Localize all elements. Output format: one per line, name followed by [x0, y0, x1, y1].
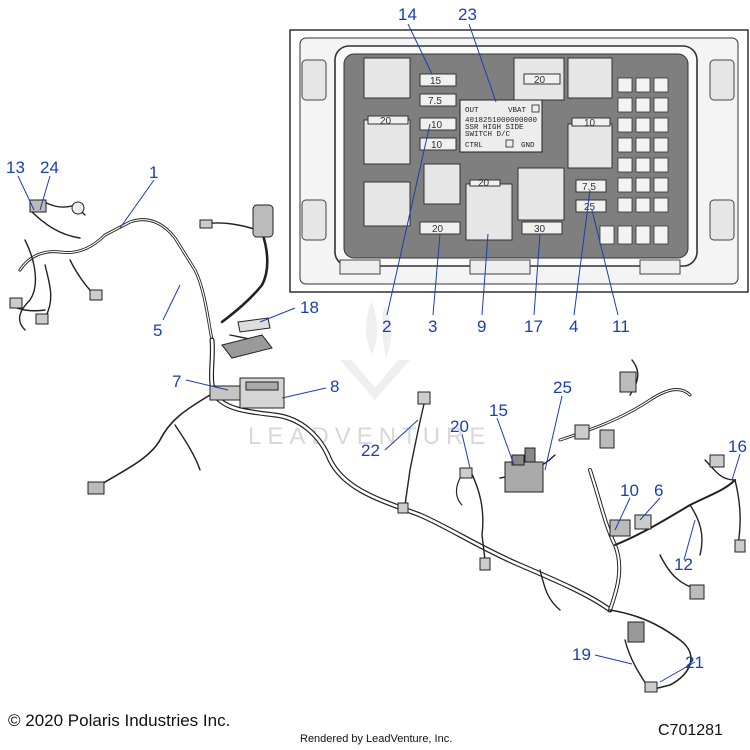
callout-3: 3 — [428, 317, 437, 336]
fuse-box-inset: OUT VBAT 4018251000000000 SSR HIGH SIDE … — [289, 29, 749, 293]
fuse-20-left: 20 — [380, 116, 392, 127]
copyright-text: © 2020 Polaris Industries Inc. — [8, 711, 231, 730]
callout-23: 23 — [458, 5, 477, 24]
callout-21: 21 — [685, 653, 704, 672]
callout-22: 22 — [361, 441, 380, 460]
fuse-7-5-top: 7.5 — [428, 96, 442, 107]
relay-line1: SSR HIGH SIDE — [465, 124, 524, 132]
callout-5: 5 — [153, 321, 162, 340]
callout-4: 4 — [569, 317, 578, 336]
callout-9: 9 — [477, 317, 486, 336]
fuse-10-right: 10 — [584, 118, 596, 129]
fuse-10-a: 10 — [431, 120, 443, 131]
callout-20: 20 — [450, 417, 469, 436]
leader-lines — [17, 23, 741, 683]
fuse-7-5-right: 7.5 — [582, 182, 596, 193]
callout-1: 1 — [149, 163, 158, 182]
fuse-30: 30 — [534, 224, 546, 235]
callout-19: 19 — [572, 645, 591, 664]
rendered-by-text: Rendered by LeadVenture, Inc. — [300, 733, 453, 745]
callout-12: 12 — [674, 555, 693, 574]
mini-fuse-grid — [599, 77, 669, 245]
callout-15: 15 — [489, 401, 508, 420]
relay-vbat-label: VBAT — [508, 107, 527, 115]
callout-10: 10 — [620, 481, 639, 500]
callout-numbers: 14 23 13 24 1 18 5 2 3 9 17 4 11 7 8 25 … — [6, 5, 747, 672]
callout-6: 6 — [654, 481, 663, 500]
relay-part-number: 4018251000000000 — [465, 117, 538, 125]
callout-18: 18 — [300, 298, 319, 317]
fuse-20-bottom: 20 — [432, 224, 444, 235]
fuse-10-b: 10 — [431, 140, 443, 151]
callout-25: 25 — [553, 378, 572, 397]
watermark-logo — [340, 300, 410, 400]
watermark-text: LEADVENTURE — [248, 423, 491, 450]
relay-ctrl-label: CTRL — [465, 142, 484, 150]
diagram-code: C701281 — [658, 722, 723, 739]
callout-17: 17 — [524, 317, 543, 336]
callout-7: 7 — [172, 372, 181, 391]
callout-11: 11 — [612, 317, 630, 336]
fuse-25: 25 — [584, 202, 596, 213]
fuse-20-top: 20 — [534, 75, 546, 86]
callout-8: 8 — [330, 377, 339, 396]
callout-24: 24 — [40, 158, 59, 177]
callout-2: 2 — [382, 317, 391, 336]
fuse-20-center: 20 — [478, 178, 490, 189]
relay-out-label: OUT — [465, 107, 479, 115]
callout-13: 13 — [6, 158, 25, 177]
callout-16: 16 — [728, 437, 747, 456]
relay-line2: SWITCH D/C — [465, 131, 511, 139]
callout-14: 14 — [398, 5, 417, 24]
relay-gnd-label: GND — [521, 142, 535, 150]
fuse-15: 15 — [430, 76, 442, 87]
